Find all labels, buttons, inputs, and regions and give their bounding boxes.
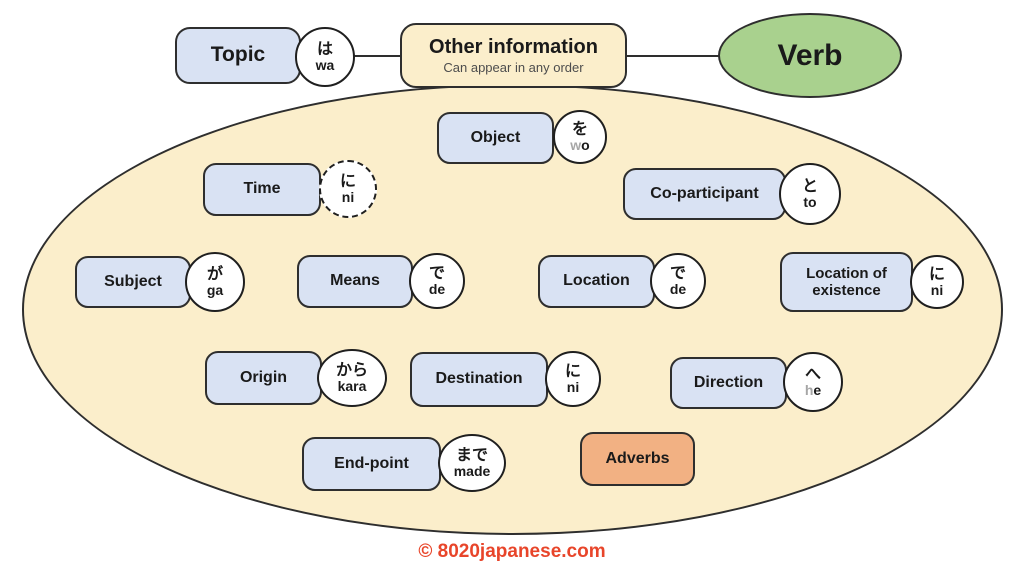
particle-kana: に bbox=[564, 362, 581, 380]
connector-other-to-verb bbox=[626, 55, 719, 57]
particle-romaji: kara bbox=[337, 378, 367, 395]
particle-kana: は bbox=[316, 40, 333, 58]
particle-romaji: he bbox=[804, 382, 822, 399]
particle-romaji: ga bbox=[206, 282, 224, 299]
particle-ni-dashed-badge: に ni bbox=[319, 160, 377, 218]
particle-kana: に bbox=[928, 265, 945, 283]
particle-kana: が bbox=[206, 265, 223, 283]
particle-ni-badge: に ni bbox=[545, 351, 601, 407]
node-label: Origin bbox=[239, 368, 288, 386]
particle-ga-badge: が ga bbox=[185, 252, 245, 312]
particle-de-badge: で de bbox=[650, 253, 706, 309]
particle-romaji: ni bbox=[341, 189, 355, 206]
romaji-silent-letter: w bbox=[570, 137, 582, 154]
node-label: Destination bbox=[435, 370, 523, 388]
node-label: Co-participant bbox=[650, 184, 759, 202]
particle-romaji: wo bbox=[570, 137, 590, 154]
particle-kana: に bbox=[339, 172, 356, 190]
node-label: Means bbox=[330, 272, 380, 290]
node-means-box: Means bbox=[297, 255, 413, 308]
particle-ni-badge: に ni bbox=[910, 255, 964, 309]
particle-kana: で bbox=[669, 264, 686, 282]
particle-kana: と bbox=[801, 177, 818, 195]
particle-he-badge: へ he bbox=[783, 352, 843, 412]
particle-kana: で bbox=[428, 264, 445, 282]
node-direction-box: Direction bbox=[670, 357, 787, 409]
node-destination-box: Destination bbox=[410, 352, 548, 407]
verb-ellipse: Verb bbox=[718, 13, 902, 98]
particle-romaji: de bbox=[428, 281, 446, 298]
particle-kana: から bbox=[335, 361, 368, 379]
particle-romaji: de bbox=[669, 281, 687, 298]
node-label: End-point bbox=[334, 454, 409, 472]
other-information-box: Other information Can appear in any orde… bbox=[400, 23, 627, 88]
particle-kana: まで bbox=[455, 446, 488, 464]
particle-wo-badge: を wo bbox=[553, 110, 607, 164]
particle-wa-badge: は wa bbox=[295, 27, 355, 87]
particle-romaji: to bbox=[803, 194, 817, 211]
romaji-letter: e bbox=[813, 382, 822, 399]
particle-romaji: ni bbox=[566, 379, 580, 396]
node-label: Adverbs bbox=[605, 449, 670, 467]
particle-kana: を bbox=[571, 120, 588, 138]
node-label: Time bbox=[243, 180, 281, 198]
node-label: Direction bbox=[693, 373, 764, 391]
particle-made-badge: まで made bbox=[438, 434, 506, 492]
copyright-text: © 8020japanese.com bbox=[418, 541, 606, 562]
particle-de-badge: で de bbox=[409, 253, 465, 309]
node-label: Location of existence bbox=[806, 264, 887, 299]
node-label: Object bbox=[470, 128, 521, 146]
particle-romaji: wa bbox=[315, 57, 335, 74]
romaji-silent-letter: h bbox=[804, 382, 814, 399]
particle-kara-badge: から kara bbox=[317, 349, 387, 407]
node-location-of-existence-box: Location of existence bbox=[780, 252, 913, 312]
verb-label: Verb bbox=[777, 38, 843, 72]
topic-box: Topic bbox=[175, 27, 301, 84]
other-information-title: Other information bbox=[429, 35, 598, 58]
node-label: Subject bbox=[104, 272, 162, 290]
node-co-participant-box: Co-participant bbox=[623, 168, 786, 220]
node-adverbs-box: Adverbs bbox=[580, 432, 695, 486]
node-object-box: Object bbox=[437, 112, 554, 164]
particle-romaji: made bbox=[453, 463, 491, 480]
particle-to-badge: と to bbox=[779, 163, 841, 225]
node-end-point-box: End-point bbox=[302, 437, 441, 491]
particle-romaji: ni bbox=[930, 282, 944, 299]
node-label: Location bbox=[563, 272, 630, 290]
node-time-box: Time bbox=[203, 163, 321, 216]
topic-label: Topic bbox=[210, 43, 266, 67]
node-location-box: Location bbox=[538, 255, 655, 308]
other-information-subtitle: Can appear in any order bbox=[443, 59, 584, 75]
particle-kana: へ bbox=[804, 365, 821, 383]
node-origin-box: Origin bbox=[205, 351, 322, 405]
connector-topic-to-other bbox=[348, 55, 402, 57]
node-subject-box: Subject bbox=[75, 256, 191, 308]
romaji-letter: o bbox=[581, 137, 590, 154]
